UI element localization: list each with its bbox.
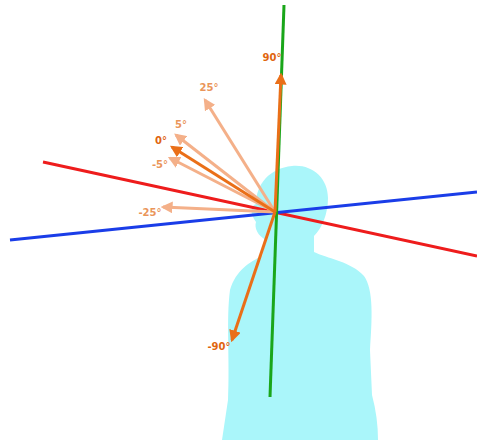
axis-red xyxy=(43,162,477,256)
angle-arrows xyxy=(163,75,281,340)
angle-label: 5° xyxy=(175,120,187,130)
angle-label: 25° xyxy=(200,83,219,93)
angle-label: 90° xyxy=(263,53,282,63)
angle-label: 0° xyxy=(155,136,167,146)
angle-label: -25° xyxy=(138,208,161,218)
axis-blue xyxy=(10,192,477,240)
angle-label: -90° xyxy=(207,342,230,352)
axis-green xyxy=(270,5,284,397)
angle-label: -5° xyxy=(152,160,168,170)
